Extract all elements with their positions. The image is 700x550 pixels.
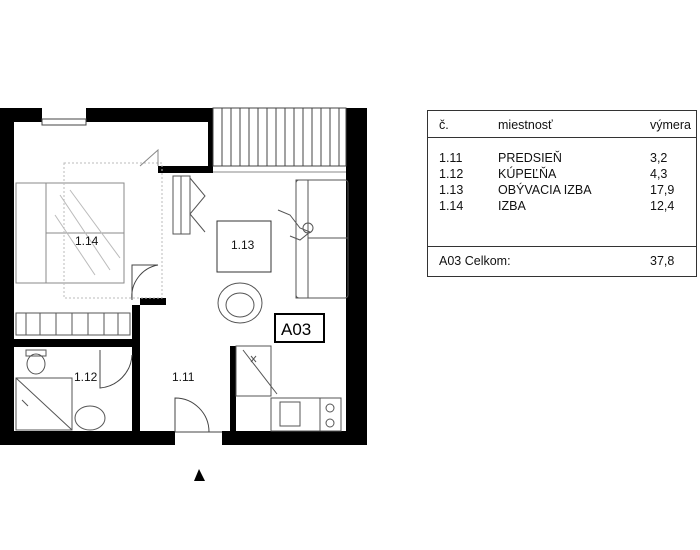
legend-row-area: 4,3 (650, 167, 668, 181)
area-legend: č. miestnosť výmera 1.11 PREDSIEŇ 3,2 1.… (427, 110, 697, 277)
legend-row-name: OBÝVACIA IZBA (498, 183, 592, 197)
legend-header-area: výmera (650, 118, 691, 132)
balcony-railing (212, 107, 347, 167)
walls (0, 108, 367, 445)
legend-total: A03 Celkom: 37,8 (428, 254, 696, 270)
entrance-arrow-icon (194, 469, 205, 481)
window (41, 118, 87, 126)
legend-row-no: 1.13 (439, 183, 464, 197)
apartment-code-box (274, 313, 325, 343)
legend-divider (428, 137, 696, 138)
legend-total-label: A03 Celkom: (439, 254, 511, 268)
entrance-door-swing (174, 397, 210, 433)
apartment-code: A03 (281, 320, 311, 339)
legend-row-name: KÚPEĽŇA (498, 167, 557, 181)
legend-row-no: 1.11 (439, 151, 463, 165)
legend-header-no: č. (439, 118, 449, 132)
legend-header-name: miestnosť (498, 118, 553, 132)
legend-row-no: 1.12 (439, 167, 464, 181)
bathroom-door-swing (99, 350, 133, 389)
toilet-icon (25, 349, 47, 375)
bed-icon (15, 182, 125, 284)
legend-header: č. miestnosť výmera (428, 118, 696, 136)
legend-row-area: 17,9 (650, 183, 675, 197)
room-label-1.14: 1.14 (75, 234, 99, 248)
rug (63, 162, 163, 299)
sink-icon (74, 405, 106, 431)
shower-icon (15, 377, 73, 431)
legend-row-no: 1.14 (439, 199, 464, 213)
legend-total-area: 37,8 (650, 254, 675, 268)
legend-row: 1.13 OBÝVACIA IZBA 17,9 (428, 183, 696, 199)
doors (99, 171, 346, 433)
wardrobe-icon (172, 175, 206, 235)
room-label-1.11: 1.11 (172, 370, 195, 384)
legend-row: 1.12 KÚPEĽŇA 4,3 (428, 167, 696, 183)
legend-row-name: PREDSIEŇ (498, 151, 562, 165)
bedroom-door-swing (131, 264, 159, 301)
stove-icon (235, 345, 342, 432)
person-figure (277, 209, 314, 241)
legend-row-area: 12,4 (650, 199, 675, 213)
wardrobe-icon (15, 312, 131, 336)
door-arc-bedroom-top (139, 148, 159, 167)
legend-row-area: 3,2 (650, 151, 668, 165)
room-label-1.13: 1.13 (231, 238, 255, 252)
table-icon (216, 220, 272, 273)
legend-divider (428, 246, 696, 247)
legend-row-name: IZBA (498, 199, 526, 213)
legend-row: 1.11 PREDSIEŇ 3,2 (428, 151, 696, 167)
armchair-icon (217, 282, 263, 324)
room-label-1.12: 1.12 (74, 370, 98, 384)
sofa-icon (295, 179, 349, 299)
legend-row: 1.14 IZBA 12,4 (428, 199, 696, 215)
